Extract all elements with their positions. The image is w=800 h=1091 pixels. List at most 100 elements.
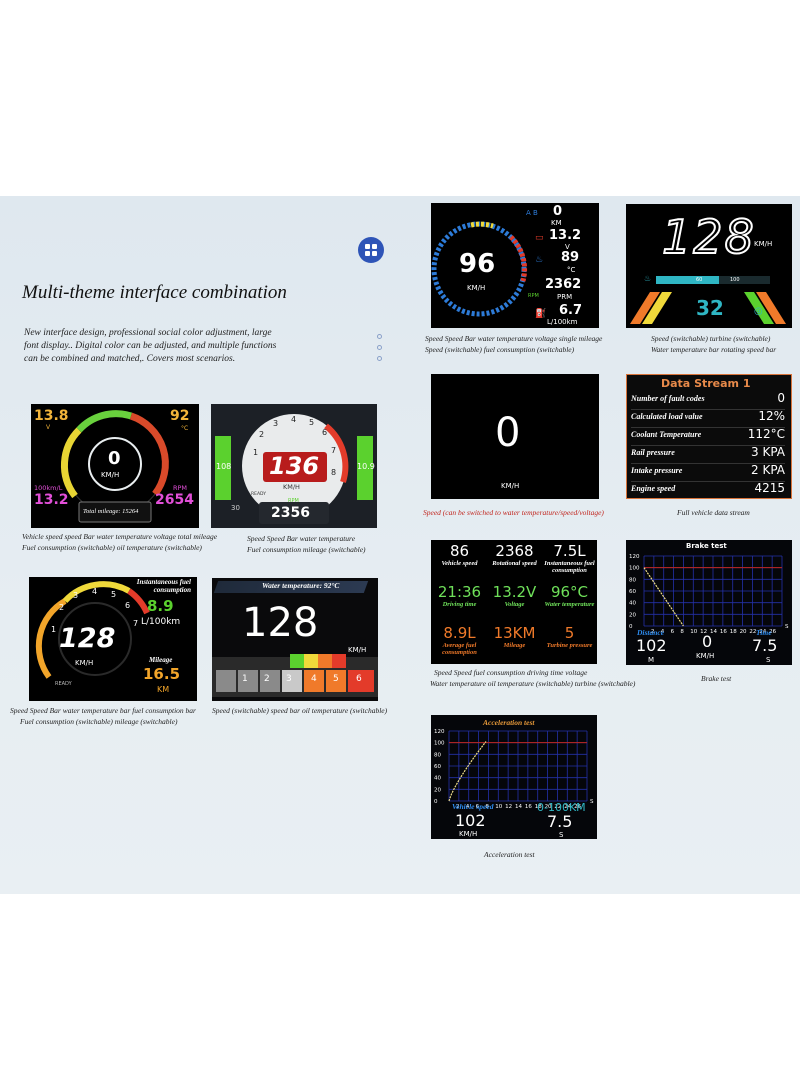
gear-label: 5 (333, 674, 339, 684)
trip-ab: A B (526, 209, 538, 217)
caption-line: Fuel consumption (switchable) oil temper… (22, 542, 202, 552)
tick-label: 2 (59, 603, 65, 612)
tick-label: 3 (273, 419, 279, 428)
row-label: Rail pressure (631, 448, 675, 457)
x-tick-label: 26 (574, 804, 581, 810)
theme-screen-turbo: 128 KM/H ♨ 60 100 32 ◎ (626, 204, 792, 328)
x-tick-label: 22 (749, 629, 756, 635)
caption-line: Speed Speed Bar water temperature bar fu… (10, 706, 196, 715)
y-tick-label: 100 (629, 566, 640, 572)
temperature-value: 89 (561, 250, 580, 265)
grid-value: 7.5L (553, 542, 586, 560)
scale-label: 100 (730, 277, 740, 283)
grid-value: 96°C (550, 583, 589, 601)
x-tick-label: 26 (769, 629, 776, 635)
caption-line: Water temperature bar rotating speed bar (651, 344, 777, 354)
speed-value: 0 (702, 632, 713, 651)
time-value: 7.5 (752, 636, 778, 655)
grid-label: Mileage (503, 642, 526, 649)
grid-label: Rotational speed (492, 560, 537, 567)
tick-label: 5 (309, 418, 315, 427)
speed-unit: KM/H (501, 482, 520, 490)
theme-screen-fuel-gauge: 1 2 3 4 5 6 7 128 KM/H READY Instantaneo… (29, 577, 197, 701)
grid-label: Instantaneous fuel consumption (544, 560, 595, 574)
y-tick-label: 20 (629, 612, 636, 618)
speed-unit: KM/H (75, 659, 94, 667)
description-line: can be combined and matched,. Covers mos… (24, 353, 236, 364)
y-tick-label: 80 (434, 752, 441, 758)
y-tick-label: 40 (434, 776, 441, 782)
speed-value: 128 (242, 600, 319, 646)
trip-value: 0 (553, 204, 563, 219)
row-value: 2 KPA (751, 463, 785, 477)
speed-value: 102 (455, 811, 486, 830)
fuel-value: 13.2 (34, 492, 69, 508)
total-mileage: Total mileage: 15264 (83, 508, 139, 515)
tick-label: 3 (73, 591, 79, 600)
rpm-value: 2654 (155, 492, 194, 508)
time-label: Time (756, 628, 772, 637)
gear-label: 2 (264, 674, 270, 684)
grid-label: Average fuel consumption (442, 642, 477, 656)
x-tick-label: 2 (651, 629, 655, 635)
gear-blocks (212, 654, 378, 697)
row-value: 0 (777, 391, 785, 405)
y-tick-label: 120 (434, 729, 445, 735)
x-tick-label: 10 (690, 629, 697, 635)
caption-screen-8: Full vehicle data stream (677, 508, 750, 517)
rpm-stripes (630, 292, 786, 324)
ready-label: READY (251, 492, 267, 497)
y-tick-label: 40 (629, 601, 636, 607)
time-unit: S (766, 656, 771, 664)
speed-unit: KM/H (348, 646, 367, 654)
speed-unit: KM/H (696, 652, 715, 660)
caption-line: Vehicle speed speed Bar water temperatur… (22, 532, 218, 541)
test-curve (643, 567, 684, 627)
fuel-unit: L/100km (141, 617, 181, 627)
speed-value: 136 (269, 452, 320, 480)
caption-line: Water temperature oil temperature (switc… (430, 678, 636, 688)
pager-dots-icon[interactable] (377, 334, 382, 367)
speed-value: 128 (661, 209, 756, 265)
brake-test-title: Brake test (686, 542, 727, 550)
x-tick-label: 24 (564, 804, 571, 810)
x-tick-label: 2 (456, 804, 460, 810)
caption-line: Fuel consumption (switchable) mileage (s… (20, 716, 178, 726)
data-row: Calculated load value 12% (631, 409, 785, 428)
fuel-value: 8.9 (147, 597, 174, 615)
speed-unit: KM/H (101, 471, 120, 479)
caption-line: Speed (switchable) turbine (switchable) (651, 334, 771, 343)
description-line: New interface design, professional socia… (24, 328, 272, 338)
x-tick-label: 16 (720, 629, 727, 635)
caption-screen-7: Speed (can be switched to water temperat… (423, 508, 604, 517)
gear-label: 3 (286, 674, 292, 684)
gear-label: 6 (356, 674, 362, 684)
x-tick-label: 22 (554, 804, 561, 810)
x-tick-label: 8 (680, 629, 684, 635)
grid-value: 2368 (495, 542, 534, 560)
rpm-unit: RPM (173, 484, 188, 492)
caption-line: Speed Speed Bar water temperature voltag… (425, 334, 603, 343)
battery-icon: ▭ (535, 233, 544, 243)
grid-label: Voltage (504, 601, 525, 608)
speed-value: 0 (108, 448, 121, 469)
row-label: Calculated load value (631, 412, 703, 421)
voltage-unit: V (46, 424, 51, 431)
x-tick-label: 24 (759, 629, 766, 635)
y-tick-label: 80 (629, 577, 636, 583)
coolant-icon: ♨ (644, 274, 652, 283)
row-value: 12% (758, 409, 785, 423)
gauge-dial (215, 414, 373, 524)
x-unit-label: S (785, 624, 789, 630)
caption-line: Speed Speed Bar water temperature (247, 534, 356, 543)
grid-value: 86 (449, 542, 470, 560)
y-tick-label: 120 (629, 554, 640, 560)
grid-menu-icon[interactable] (358, 237, 384, 263)
low-value: 30 (231, 504, 240, 512)
turbo-icon: ◎ (754, 306, 763, 317)
